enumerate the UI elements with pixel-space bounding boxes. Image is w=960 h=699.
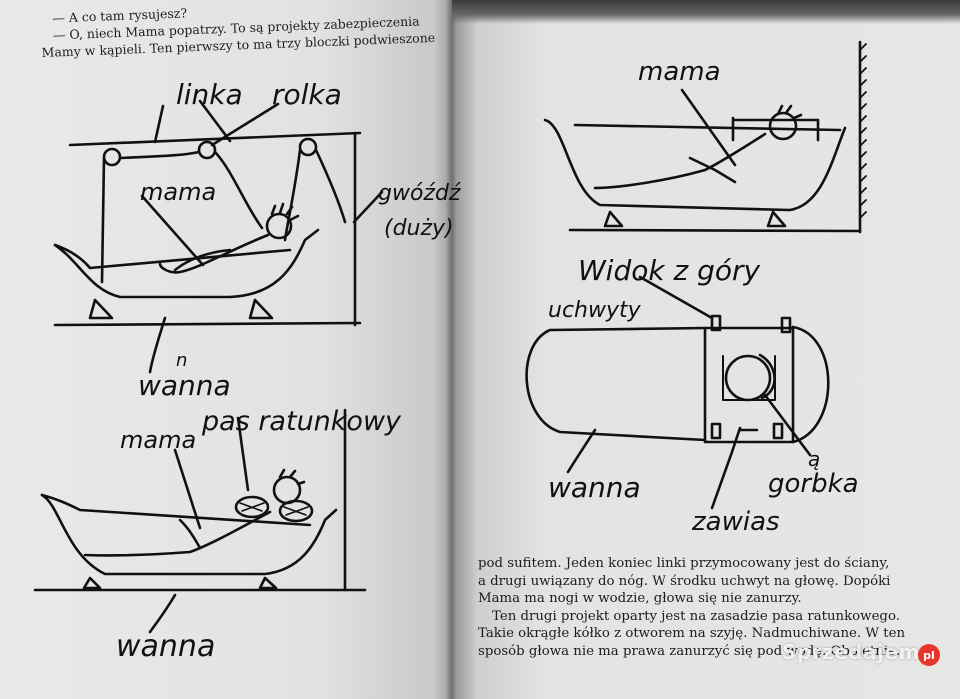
- label-mama: mama: [140, 178, 216, 206]
- label-mama-2: mama: [120, 426, 196, 454]
- label-linka: linka: [176, 78, 243, 111]
- book-gutter: [446, 0, 458, 699]
- label-zawias: zawias: [691, 507, 780, 537]
- text-line: Takie okrągłe kółko z otworem na szyję. …: [478, 626, 906, 642]
- figure-top-view: [525, 275, 830, 510]
- page-shadow: [452, 0, 960, 24]
- left-page: [0, 0, 452, 699]
- text-line: Mama ma nogi w wodzie, głowa się nie zan…: [478, 591, 802, 607]
- watermark-text: Sprzedajemy: [782, 640, 934, 664]
- figure-side-view: [543, 40, 867, 234]
- figure-pulley-bathtub: [53, 99, 384, 374]
- label-wanna-2: wanna: [116, 629, 215, 664]
- label-wanna-3: wanna: [548, 471, 641, 504]
- label-widok-z-gory: Widok z góry: [578, 254, 760, 287]
- label-rolka: rolka: [272, 78, 342, 111]
- label-gorka-correction: ą: [808, 447, 820, 471]
- label-gwozdz: gwóźdź: [378, 181, 462, 206]
- watermark-badge: pl: [918, 644, 940, 666]
- label-mama-3: mama: [638, 57, 721, 87]
- figure-lifebelt-bathtub: [33, 408, 367, 634]
- label-uchwyty: uchwyty: [548, 298, 642, 323]
- label-wanna: wanna: [138, 369, 231, 402]
- text-line: pod sufitem. Jeden koniec linki przymoco…: [478, 556, 890, 571]
- text-line: sposób głowa nie ma prawa zanurzyć się p…: [478, 643, 901, 659]
- label-pas-ratunkowy: pas ratunkowy: [201, 406, 402, 437]
- label-wanna-correction: n: [176, 350, 187, 371]
- label-duzy: (duży): [384, 216, 454, 241]
- label-gorka: gorbka: [768, 469, 859, 499]
- text-line: Ten drugi projekt oparty jest na zasadzi…: [492, 608, 900, 624]
- text-line: a drugi uwiązany do nóg. W środku uchwyt…: [478, 573, 891, 589]
- right-page-text: pod sufitem. Jeden koniec linki przymoco…: [478, 555, 948, 661]
